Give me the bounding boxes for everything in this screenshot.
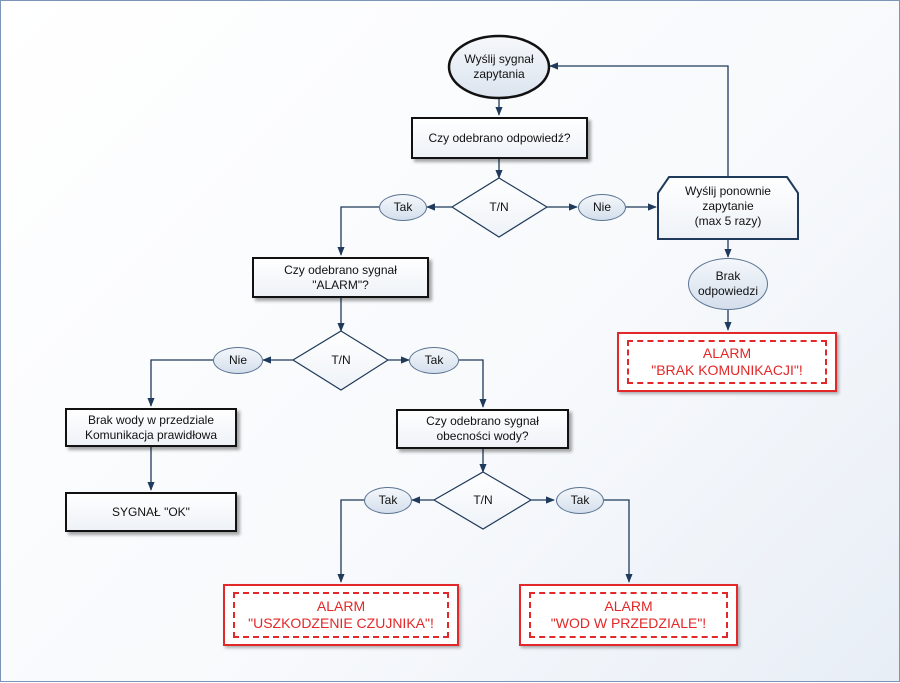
alarm-no-communication-text: ALARM "BRAK KOMUNIKACJI"! [627,340,827,384]
start-terminator [447,34,551,100]
retry-node-shape [657,176,799,240]
ok-signal-box: SYGNAŁ "OK" [65,492,237,532]
alarm-water-in-compartment: ALARM "WOD W PRZEDZIALE"! [519,584,738,646]
yes-label-2: Tak [409,347,459,374]
no-label-2: Nie [213,347,263,374]
decision-diamond-2 [291,330,390,391]
no-label-1: Nie [578,194,626,221]
alarm-no-communication: ALARM "BRAK KOMUNIKACJI"! [617,332,837,392]
no-response-node: Brak odpowiedzi [688,258,768,310]
start-label: Wyślij sygnał zapytania [464,52,534,81]
question-alarm-received: Czy odebrano sygnał "ALARM"? [252,257,429,298]
alarm-water-in-compartment-text: ALARM "WOD W PRZEDZIALE"! [529,592,728,638]
yes-label-3: Tak [364,487,412,514]
yes-label-1: Tak [379,194,427,221]
no-water-box: Brak wody w przedziale Komunikacja prawi… [65,408,237,447]
decision-diamond-3 [432,471,533,530]
question-water-presence: Czy odebrano sygnał obecności wody? [396,409,569,449]
decision-2-label: T/N [331,353,351,367]
alarm-sensor-fault: ALARM "USZKODZENIE CZUJNIKA"! [223,584,459,646]
yes-label-4: Tak [556,487,604,514]
retry-node-label: Wyślij ponownie zapytanie (max 5 razy) [685,184,771,228]
decision-3-label: T/N [473,493,493,507]
question-response-received: Czy odebrano odpowiedź? [411,117,588,159]
decision-diamond-1 [450,177,549,238]
decision-1-label: T/N [489,200,509,214]
alarm-sensor-fault-text: ALARM "USZKODZENIE CZUJNIKA"! [233,592,449,638]
